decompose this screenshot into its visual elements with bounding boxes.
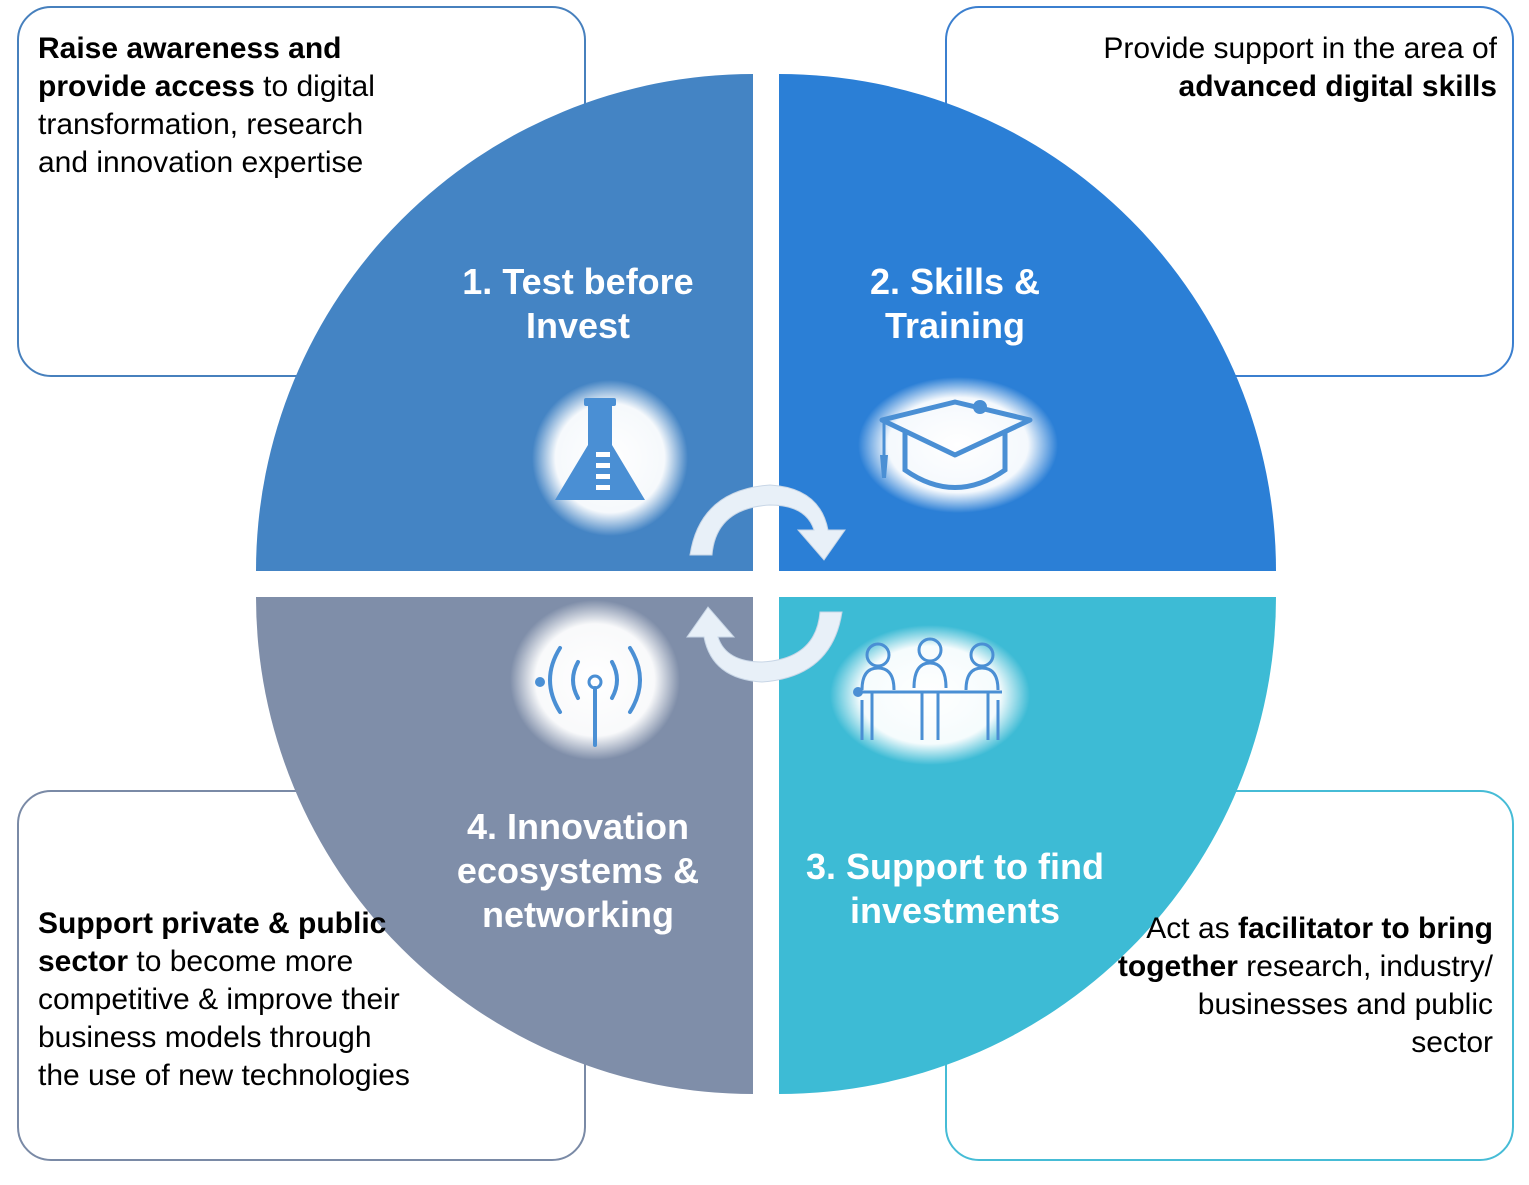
description-top-right: Provide support in the area of advanced … bbox=[1077, 30, 1497, 106]
quadrant-4-number: 4. bbox=[466, 806, 497, 847]
quadrant-1-number: 1. bbox=[462, 261, 493, 302]
description-bottom-left-bold: Support private & public sector bbox=[38, 907, 387, 978]
quadrant-3-title-line1: Support to find bbox=[846, 846, 1104, 887]
description-bottom-right-plain: Act as bbox=[1146, 912, 1238, 945]
graduation-cap-icon bbox=[858, 377, 1058, 513]
quadrant-4-title-line2: ecosystems & bbox=[456, 850, 700, 891]
description-bottom-right: Act as facilitator to bring together res… bbox=[1113, 910, 1493, 1062]
meeting-table-icon bbox=[830, 625, 1030, 765]
flask-icon bbox=[532, 380, 688, 536]
description-bottom-left: Support private & public sector to becom… bbox=[38, 905, 418, 1095]
quadrant-3-label: 3. Support to find investments bbox=[780, 845, 1130, 933]
quadrant-1-title-line2: Invest bbox=[525, 305, 631, 346]
quadrant-1-label: 1. Test before Invest bbox=[428, 260, 728, 348]
quadrant-4-title-line3: networking bbox=[481, 894, 674, 935]
quadrant-2-title-line1: Skills & bbox=[909, 261, 1041, 302]
quadrant-1-title-line1: Test before bbox=[502, 261, 694, 302]
quadrant-2-number: 2. bbox=[869, 261, 900, 302]
description-top-right-plain: Provide support in the area of bbox=[1103, 32, 1497, 65]
description-top-left: Raise awareness and provide access to di… bbox=[38, 30, 418, 182]
quadrant-2-title-line2: Training bbox=[884, 305, 1025, 346]
quadrant-2-label: 2. Skills & Training bbox=[805, 260, 1105, 348]
description-top-left-bold: Raise awareness and provide access bbox=[38, 32, 342, 103]
cycle-arrows-icon bbox=[686, 484, 846, 683]
quadrant-4-label: 4. Innovation ecosystems & networking bbox=[428, 805, 728, 937]
description-top-left-rest: to digital transformation, research and … bbox=[38, 70, 375, 179]
quadrant-4-title-line1: Innovation bbox=[507, 806, 690, 847]
antenna-signal-icon bbox=[510, 600, 680, 760]
description-bottom-right-rest: research, industry/ businesses and publi… bbox=[1197, 950, 1493, 1059]
description-top-right-bold: advanced digital skills bbox=[1178, 70, 1497, 103]
quadrant-3-title-line2: investments bbox=[849, 890, 1061, 931]
description-bottom-right-bold: facilitator to bring together bbox=[1117, 912, 1493, 983]
description-bottom-left-rest: to become more competitive & improve the… bbox=[38, 945, 410, 1092]
quadrant-3-number: 3. bbox=[806, 846, 837, 887]
